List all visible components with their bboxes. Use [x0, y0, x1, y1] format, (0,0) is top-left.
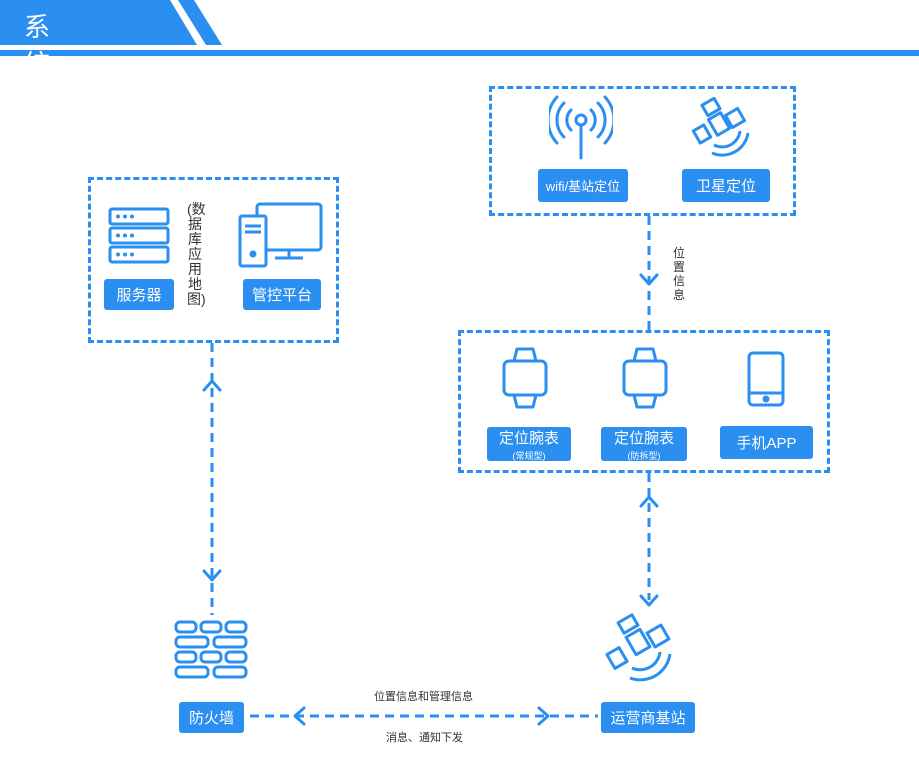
wifi-antenna-icon	[546, 94, 616, 165]
tablet-icon	[746, 350, 786, 413]
database-map-note: (数据库应用地图)	[187, 201, 206, 307]
wifi-base-station-label: wifi/基站定位	[538, 169, 628, 202]
watch-tamperproof-label: 定位腕表 (防拆型)	[601, 427, 687, 461]
carrier-base-station-label: 运营商基站	[601, 702, 695, 733]
positioning-source-box	[489, 86, 796, 216]
watch-regular-label: 定位腕表 (常规型)	[487, 427, 571, 461]
smartwatch-icon	[621, 347, 669, 414]
satellite-icon	[684, 96, 760, 166]
terminal-devices-box	[458, 330, 830, 473]
firewall-label: 防火墙	[179, 702, 244, 733]
watch-regular-sub: (常规型)	[512, 450, 546, 461]
location-info-edge-label: 位置信息	[672, 246, 685, 302]
mobile-app-label: 手机APP	[720, 426, 813, 459]
control-platform-label: 管控平台	[243, 279, 321, 310]
page-title: 系统构架	[24, 12, 52, 153]
watch-regular-title: 定位腕表	[498, 429, 559, 447]
computer-icon	[237, 202, 325, 273]
downlink-edge-label: 消息、通知下发	[386, 732, 463, 744]
server-icon	[108, 206, 170, 271]
satellite-positioning-label: 卫星定位	[682, 169, 770, 202]
satellite-icon	[598, 612, 684, 689]
platform-box	[88, 177, 339, 343]
header-underline	[0, 50, 919, 56]
firewall-brick-icon	[174, 620, 250, 687]
server-label: 服务器	[104, 279, 174, 310]
uplink-edge-label: 位置信息和管理信息	[374, 691, 473, 703]
smartwatch-icon	[501, 347, 549, 414]
watch-tamperproof-title: 定位腕表	[613, 429, 674, 447]
watch-tamperproof-sub: (防拆型)	[627, 450, 661, 461]
